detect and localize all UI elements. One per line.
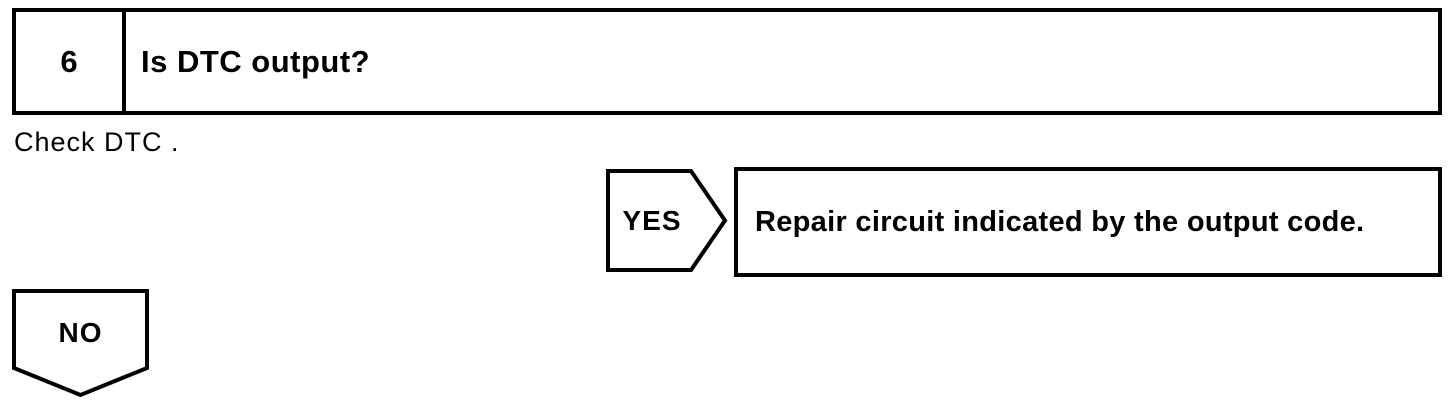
step-question-cell: Is DTC output? — [126, 12, 1438, 111]
step-header-box: 6 Is DTC output? — [12, 8, 1442, 115]
no-connector-shape: NO — [12, 289, 149, 398]
no-label: NO — [58, 317, 103, 348]
step-number-cell: 6 — [16, 12, 126, 111]
yes-action-text: Repair circuit indicated by the output c… — [755, 205, 1365, 238]
step-question-text: Is DTC output? — [141, 43, 371, 79]
step-number: 6 — [60, 43, 78, 79]
yes-action-box: Repair circuit indicated by the output c… — [734, 167, 1442, 277]
no-pentagon-icon — [12, 289, 149, 398]
instruction-text: Check DTC . — [14, 127, 180, 157]
yes-label: YES — [622, 204, 682, 236]
yes-connector-shape: YES — [606, 169, 728, 272]
yes-pentagon-icon — [606, 169, 728, 272]
